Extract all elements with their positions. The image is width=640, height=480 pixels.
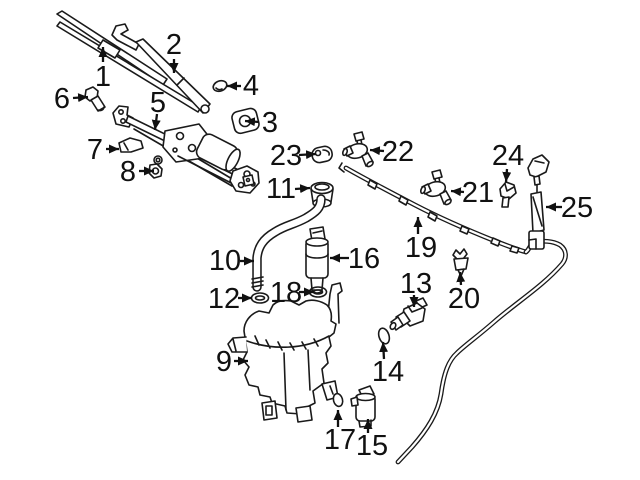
wiper-blade-drawing bbox=[56, 10, 202, 113]
callout-number: 7 bbox=[87, 134, 103, 166]
callout-11: 11 bbox=[266, 173, 311, 205]
callout-5: 5 bbox=[150, 87, 166, 131]
callout-10: 10 bbox=[209, 245, 254, 277]
callout-number: 10 bbox=[209, 245, 241, 277]
callout-16: 16 bbox=[330, 243, 380, 275]
callout-8: 8 bbox=[120, 156, 154, 188]
callout-15: 15 bbox=[356, 419, 388, 462]
callout-number: 21 bbox=[462, 177, 494, 209]
callout-arrow bbox=[456, 271, 466, 286]
callout-number: 8 bbox=[120, 156, 136, 188]
callout-number: 24 bbox=[492, 140, 524, 172]
rear-washer-jet-drawing bbox=[527, 154, 550, 250]
callout-arrow bbox=[369, 146, 385, 156]
callout-arrow bbox=[244, 117, 260, 127]
callout-21: 21 bbox=[450, 177, 494, 209]
callout-9: 9 bbox=[216, 346, 248, 378]
callout-number: 2 bbox=[166, 29, 182, 61]
callout-23: 23 bbox=[270, 140, 317, 172]
callout-arrow bbox=[450, 187, 465, 197]
callout-24: 24 bbox=[492, 140, 524, 183]
callout-6: 6 bbox=[54, 83, 89, 115]
callout-arrow bbox=[151, 113, 161, 131]
callout-3: 3 bbox=[244, 107, 278, 139]
callout-number: 14 bbox=[372, 356, 404, 388]
callout-number: 17 bbox=[324, 424, 356, 456]
pivot-cap-drawing bbox=[212, 79, 228, 93]
callout-4: 4 bbox=[227, 70, 259, 102]
callout-number: 9 bbox=[216, 346, 232, 378]
callout-number: 19 bbox=[405, 232, 437, 264]
callout-number: 4 bbox=[243, 70, 259, 102]
grommet-12-drawing bbox=[250, 292, 270, 304]
small-bracket-drawing bbox=[242, 174, 255, 187]
callout-number: 23 bbox=[270, 140, 302, 172]
callout-14: 14 bbox=[372, 341, 404, 388]
callout-arrow bbox=[294, 184, 311, 194]
callout-number: 1 bbox=[95, 61, 111, 93]
callout-20: 20 bbox=[448, 271, 480, 315]
callout-number: 6 bbox=[54, 83, 70, 115]
grommet-23-drawing bbox=[311, 145, 333, 164]
callout-25: 25 bbox=[546, 192, 593, 224]
callout-number: 18 bbox=[270, 277, 302, 309]
callout-number: 25 bbox=[561, 192, 593, 224]
callout-number: 11 bbox=[266, 173, 296, 205]
callout-2: 2 bbox=[166, 29, 182, 73]
callout-arrow bbox=[72, 93, 89, 103]
callout-17: 17 bbox=[324, 410, 356, 456]
callout-number: 13 bbox=[400, 268, 432, 300]
callout-7: 7 bbox=[87, 134, 119, 166]
hose-joint-20-drawing bbox=[452, 248, 469, 277]
callout-13: 13 bbox=[400, 268, 432, 307]
callout-1: 1 bbox=[95, 47, 111, 93]
callout-19: 19 bbox=[405, 217, 437, 264]
callout-number: 16 bbox=[348, 243, 380, 275]
washer-pump-15-drawing bbox=[350, 385, 376, 428]
callout-arrow bbox=[502, 168, 512, 183]
callout-number: 3 bbox=[262, 107, 278, 139]
filler-hose-drawing bbox=[251, 194, 326, 292]
grommet-17-drawing bbox=[332, 392, 344, 408]
callout-arrow bbox=[298, 150, 317, 160]
callout-number: 5 bbox=[150, 87, 166, 119]
washer-reservoir-drawing bbox=[227, 282, 343, 423]
washer-pump-16-drawing bbox=[305, 226, 329, 294]
wiper-arm-drawing bbox=[111, 23, 211, 114]
callout-number: 20 bbox=[448, 283, 480, 315]
mount-bracket-drawing bbox=[118, 137, 144, 153]
callout-number: 12 bbox=[208, 283, 240, 315]
callout-18: 18 bbox=[270, 277, 314, 309]
callout-number: 22 bbox=[382, 136, 414, 168]
callout-22: 22 bbox=[369, 136, 414, 168]
callout-12: 12 bbox=[208, 283, 252, 315]
callout-number: 15 bbox=[356, 430, 388, 462]
level-sensor-13-drawing bbox=[389, 297, 428, 331]
callout-arrow bbox=[379, 341, 389, 360]
